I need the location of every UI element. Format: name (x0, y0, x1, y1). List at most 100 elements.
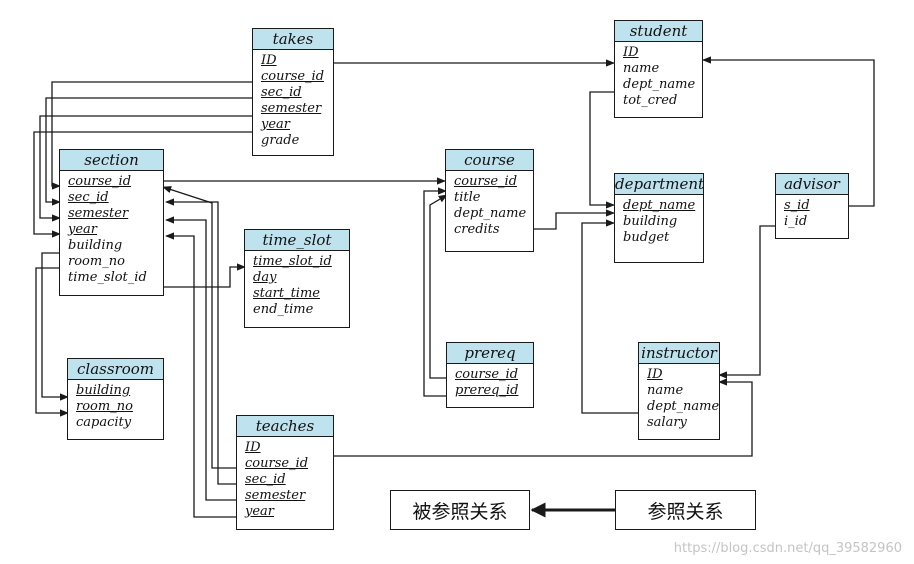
primary-key-attribute: s_id (784, 198, 810, 213)
fk-takes-course-section (51, 81, 253, 190)
table-title: student (615, 21, 702, 42)
attribute: room_no (68, 254, 125, 269)
primary-key-attribute: prereq_id (455, 383, 519, 398)
primary-key-attribute: year (68, 222, 98, 237)
fk-student-department (589, 91, 615, 209)
table-title: takes (253, 29, 333, 50)
primary-key-attribute: room_no (76, 399, 133, 414)
fk-takes-sem-section (39, 115, 253, 222)
primary-key-attribute: ID (245, 440, 261, 455)
primary-key-attribute: ID (647, 367, 663, 382)
fk-teaches-sem-section (165, 216, 237, 501)
primary-key-attribute: course_id (454, 174, 518, 189)
attribute: building (68, 238, 123, 253)
attribute: tot_cred (623, 93, 678, 108)
primary-key-attribute: sec_id (245, 472, 286, 487)
primary-key-attribute: semester (245, 488, 306, 503)
attribute: dept_name (454, 206, 527, 221)
primary-key-attribute: dept_name (623, 198, 696, 213)
fk-takes-sec-section (45, 97, 253, 206)
table-title: section (60, 150, 163, 171)
table-title: department (615, 174, 705, 195)
attribute: capacity (76, 415, 132, 430)
fk-advisor-student (702, 56, 875, 207)
attribute: name (623, 61, 660, 76)
fk-takes-year-section (33, 131, 253, 238)
attribute: budget (623, 230, 670, 245)
table-title: instructor (639, 343, 719, 364)
primary-key-attribute: start_time (253, 286, 320, 301)
watermark: https://blog.csdn.net/qq_39582960 (673, 541, 902, 556)
table-title: course (446, 150, 533, 171)
fk-section-room-classroom (35, 267, 69, 417)
primary-key-attribute: sec_id (68, 190, 109, 205)
attribute: salary (647, 415, 687, 430)
fk-section-building-classroom (41, 252, 69, 401)
fk-teaches-instructor (334, 378, 753, 457)
fk-section-timeslot (163, 263, 246, 288)
primary-key-attribute: course_id (245, 456, 309, 471)
primary-key-attribute: year (245, 504, 275, 519)
primary-key-attribute: day (253, 270, 277, 285)
fk-teaches-year-section (165, 232, 237, 518)
attribute: title (454, 190, 481, 205)
attribute: time_slot_id (68, 270, 147, 285)
fk-teaches-course-section (162, 186, 237, 469)
legend-referencing-relation: 参照关系 (615, 490, 756, 530)
table-title: prereq (447, 343, 533, 364)
primary-key-attribute: building (76, 383, 131, 398)
fk-advisor-instructor (718, 225, 776, 379)
primary-key-attribute: course_id (261, 69, 325, 84)
legend-referenced-relation: 被参照关系 (390, 490, 530, 530)
table-title: time_slot (245, 230, 349, 251)
table-title: classroom (68, 359, 163, 380)
attribute: dept_name (647, 399, 720, 414)
attribute: building (623, 214, 678, 229)
primary-key-attribute: sec_id (261, 85, 302, 100)
attribute: end_time (253, 302, 314, 317)
table-title: advisor (776, 174, 848, 195)
fk-teaches-sec-section (165, 198, 237, 485)
table-title: teaches (237, 416, 333, 437)
attribute: name (647, 383, 684, 398)
fk-prereq-prereqid-course (423, 187, 447, 397)
attribute: grade (261, 133, 300, 148)
primary-key-attribute: semester (261, 101, 322, 116)
primary-key-attribute: year (261, 117, 291, 132)
fk-instructor-department (581, 219, 639, 414)
fk-course-department (534, 209, 615, 230)
primary-key-attribute: ID (623, 45, 639, 60)
attribute: i_id (784, 214, 808, 229)
primary-key-attribute: course_id (455, 367, 519, 382)
primary-key-attribute: ID (261, 53, 277, 68)
fk-prereq-course (429, 194, 448, 379)
primary-key-attribute: course_id (68, 174, 132, 189)
primary-key-attribute: semester (68, 206, 129, 221)
primary-key-attribute: time_slot_id (253, 254, 332, 269)
attribute: dept_name (623, 77, 696, 92)
attribute: credits (454, 222, 500, 237)
